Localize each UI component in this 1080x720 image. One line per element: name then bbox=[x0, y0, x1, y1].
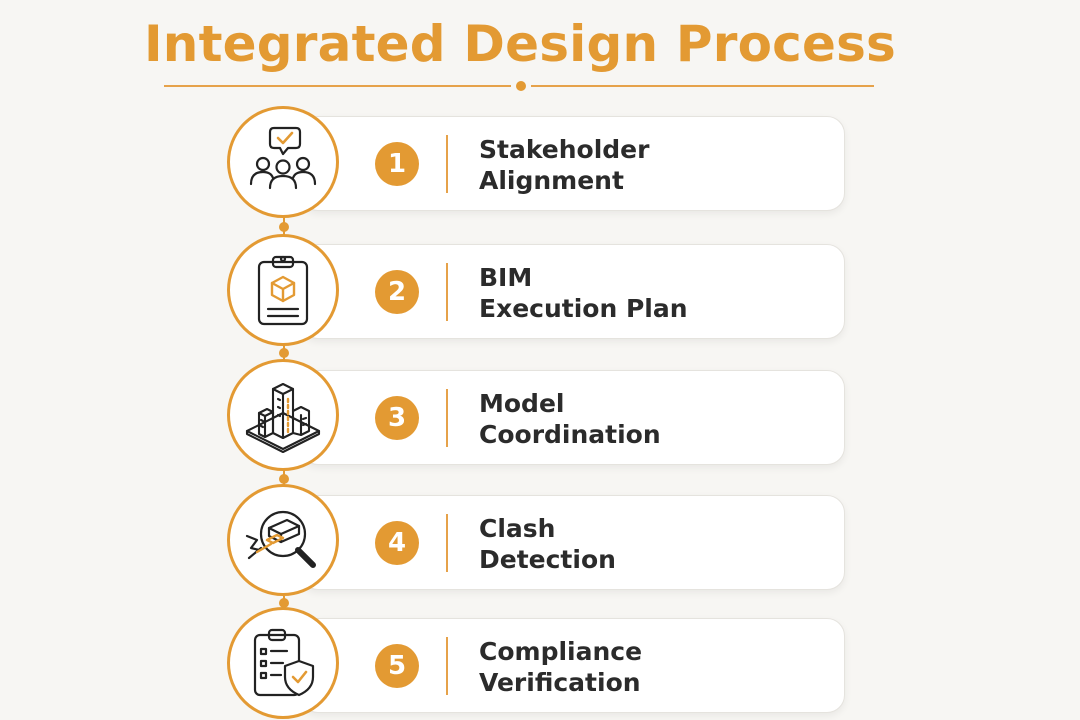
step-icon-circle-5 bbox=[227, 607, 339, 719]
step-card-2: 2 BIM Execution Plan bbox=[300, 244, 845, 339]
step-label-line2: Execution Plan bbox=[479, 294, 688, 323]
step-card-5: 5 Compliance Verification bbox=[300, 618, 845, 713]
step-label: Model Coordination bbox=[479, 388, 819, 450]
step-card-4: 4 Clash Detection bbox=[300, 495, 845, 590]
step-number-badge: 4 bbox=[375, 521, 419, 565]
step-label-line1: BIM bbox=[479, 263, 533, 292]
step-label: Compliance Verification bbox=[479, 636, 819, 698]
clipboard-plan-icon bbox=[257, 255, 309, 326]
card-separator bbox=[446, 389, 448, 447]
title-divider-right bbox=[531, 85, 874, 87]
connector-dot bbox=[279, 598, 289, 608]
step-icon-circle-4 bbox=[227, 484, 339, 596]
connector-dot bbox=[279, 222, 289, 232]
step-icon-circle-1 bbox=[227, 106, 339, 218]
step-label: Stakeholder Alignment bbox=[479, 134, 819, 196]
step-label-line2: Coordination bbox=[479, 420, 661, 449]
card-separator bbox=[446, 135, 448, 193]
step-icon-circle-2 bbox=[227, 234, 339, 346]
page-title: Integrated Design Process bbox=[143, 15, 897, 73]
step-label-line2: Verification bbox=[479, 668, 641, 697]
step-label-line1: Clash bbox=[479, 514, 556, 543]
building-model-icon bbox=[245, 382, 321, 454]
step-number-badge: 5 bbox=[375, 644, 419, 688]
step-card-3: 3 Model Coordination bbox=[300, 370, 845, 465]
step-label-line2: Alignment bbox=[479, 166, 624, 195]
step-icon-circle-3 bbox=[227, 359, 339, 471]
step-label-line1: Stakeholder bbox=[479, 135, 650, 164]
card-separator bbox=[446, 263, 448, 321]
step-label-line1: Compliance bbox=[479, 637, 643, 666]
step-number-badge: 2 bbox=[375, 270, 419, 314]
card-separator bbox=[446, 514, 448, 572]
magnifier-clash-icon bbox=[245, 510, 316, 568]
connector-dot bbox=[279, 348, 289, 358]
title-divider-left bbox=[164, 85, 511, 87]
step-card-1: 1 Stakeholder Alignment bbox=[300, 116, 845, 211]
step-number-badge: 3 bbox=[375, 396, 419, 440]
title-divider-dot bbox=[516, 81, 526, 91]
card-separator bbox=[446, 637, 448, 695]
step-number-badge: 1 bbox=[375, 142, 419, 186]
checklist-shield-icon bbox=[253, 628, 315, 697]
stakeholders-icon bbox=[249, 126, 317, 190]
step-label-line2: Detection bbox=[479, 545, 616, 574]
step-label-line1: Model bbox=[479, 389, 565, 418]
step-label: BIM Execution Plan bbox=[479, 262, 819, 324]
connector-dot bbox=[279, 474, 289, 484]
step-label: Clash Detection bbox=[479, 513, 819, 575]
